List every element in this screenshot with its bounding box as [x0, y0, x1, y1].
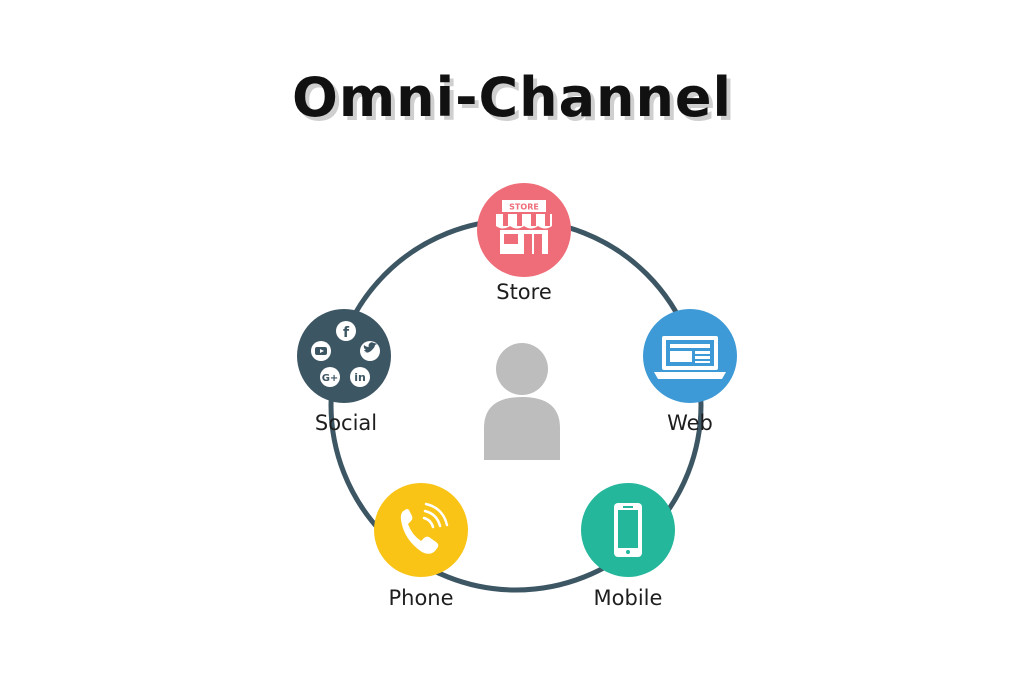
youtube-icon	[311, 341, 331, 361]
twitter-icon	[360, 341, 380, 361]
mobile-label: Mobile	[594, 586, 663, 610]
channel-store: STORE Store	[477, 183, 571, 304]
facebook-icon: f	[336, 321, 356, 341]
phone-label: Phone	[388, 586, 453, 610]
smartphone-icon	[614, 503, 642, 557]
phone-badge	[374, 483, 468, 577]
svg-text:in: in	[354, 371, 366, 384]
page-title: Omni-Channel	[291, 66, 733, 129]
store-sign-text: STORE	[509, 203, 539, 212]
google-plus-icon: G+	[320, 367, 340, 387]
social-media-icon: f G+ in	[311, 321, 380, 387]
phone-call-icon	[400, 502, 449, 554]
channel-social: f G+ in Social	[297, 309, 391, 435]
channel-phone: Phone	[374, 483, 468, 610]
linkedin-icon: in	[350, 367, 370, 387]
channel-web: Web	[643, 309, 737, 435]
customer-person-icon	[484, 343, 560, 460]
store-label: Store	[496, 280, 552, 304]
storefront-icon: STORE	[496, 200, 552, 254]
web-label: Web	[667, 411, 713, 435]
social-label: Social	[315, 411, 377, 435]
svg-text:G+: G+	[322, 373, 339, 384]
svg-text:f: f	[343, 325, 350, 341]
laptop-icon	[654, 336, 726, 379]
channel-mobile: Mobile	[581, 483, 675, 610]
